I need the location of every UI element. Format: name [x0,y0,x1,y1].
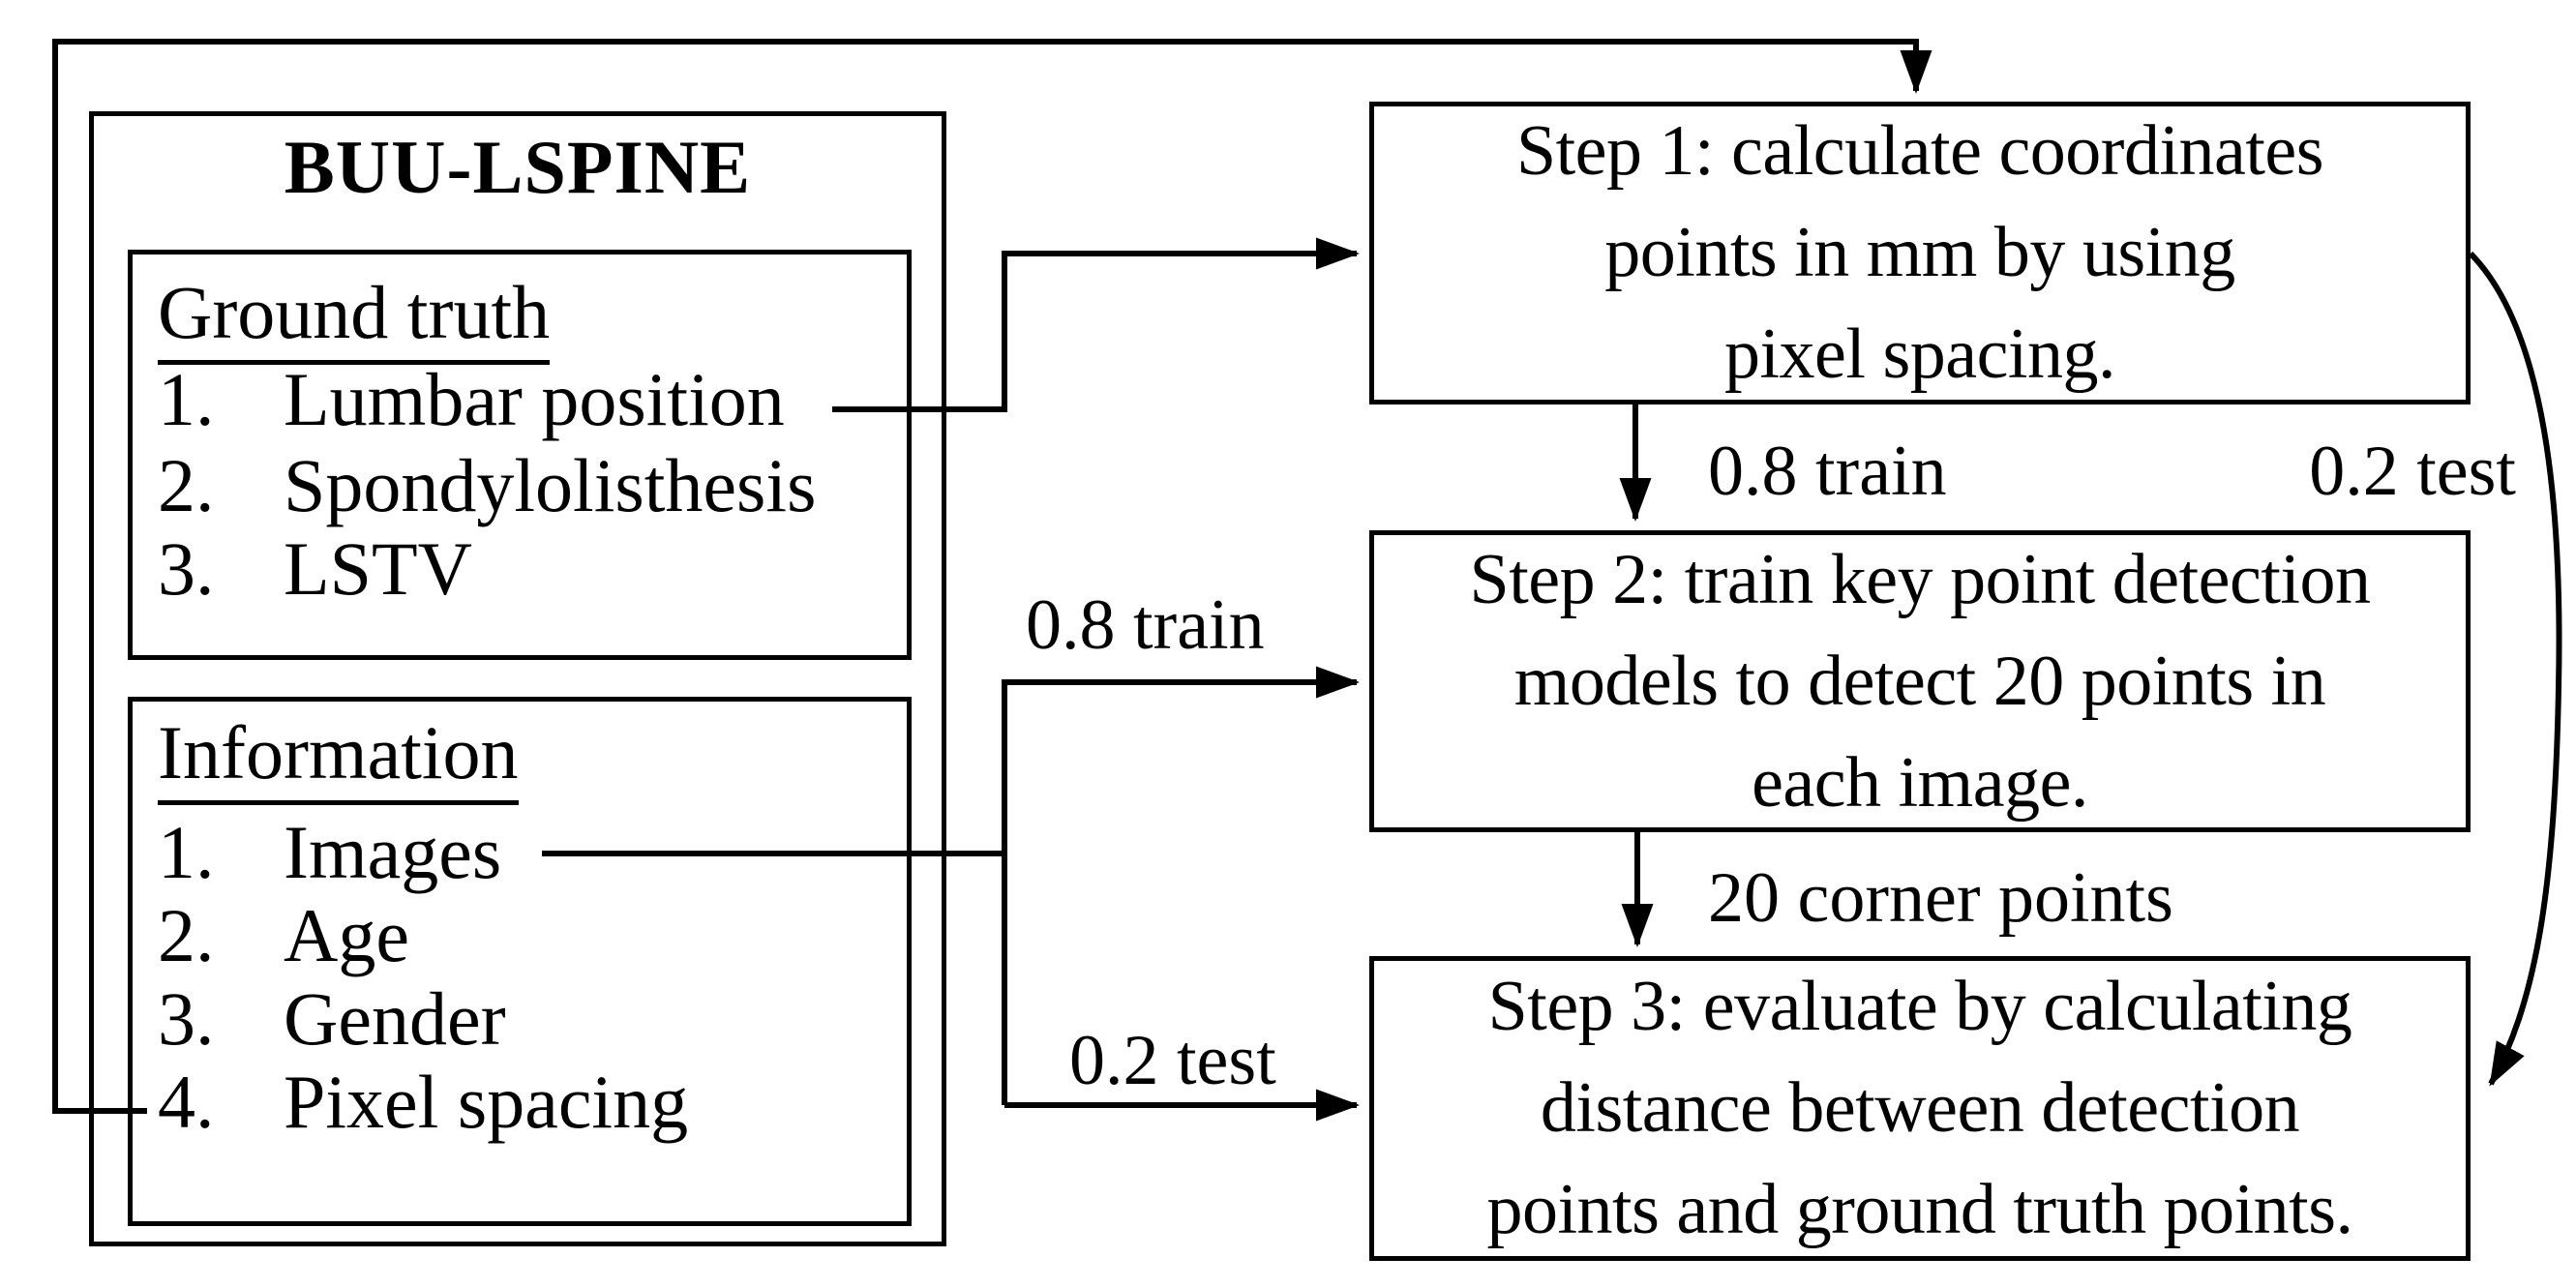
step1-box: Step 1: calculate coordinates points in … [1369,102,2471,404]
ground-truth-box [128,250,912,660]
list-item-pixel-spacing: 4. Pixel spacing [158,1059,932,1146]
list-item-age: 2. Age [158,892,932,979]
edge-step1-to-step3-curve [2468,251,2562,1087]
dataset-panel-box [89,111,946,1246]
ground-truth-heading: Ground truth [158,269,551,365]
information-box [128,697,912,1226]
step3-line: distance between detection [1540,1068,2300,1148]
step2-line: each image. [1752,742,2088,823]
list-item-label: Pixel spacing [284,1060,689,1144]
information-heading: Information [158,709,519,805]
list-item-number: 1. [158,810,215,894]
list-item-number: 3. [158,976,215,1061]
label-test-bypass: 0.2 test [2309,432,2516,511]
list-item-label: Spondylolisthesis [284,443,817,527]
list-item-spondylolisthesis: 2. Spondylolisthesis [158,442,932,529]
ground-truth-heading-text: Ground truth [158,269,551,365]
step1-line: Step 1: calculate coordinates [1515,111,2324,191]
information-heading-text: Information [158,709,519,805]
list-item-number: 4. [158,1060,215,1144]
list-item-label: Age [284,893,409,977]
label-corner-points: 20 corner points [1708,858,2173,938]
list-item-label: Lumbar position [284,357,785,441]
list-item-gender: 3. Gender [158,975,932,1063]
step3-line: Step 3: evaluate by calculating [1487,967,2352,1046]
list-item-label: Images [284,810,502,894]
list-item-number: 2. [158,893,215,977]
step3-line: points and ground truth points. [1486,1170,2353,1249]
step3-box: Step 3: evaluate by calculating distance… [1369,956,2471,1261]
step2-line: models to detect 20 points in [1513,641,2326,721]
label-train-split: 0.8 train [1026,585,1265,665]
dataset-title: BUU-LSPINE [284,125,752,209]
list-item-number: 2. [158,443,215,527]
step2-line: Step 2: train key point detection [1469,539,2371,619]
label-test-split: 0.2 test [1069,1021,1276,1100]
list-item-number: 3. [158,526,215,611]
list-item-number: 1. [158,357,215,441]
list-item-label: LSTV [284,526,472,611]
step1-line: points in mm by using [1604,213,2235,292]
step1-line: pixel spacing. [1723,315,2116,394]
list-item-lstv: 3. LSTV [158,525,932,613]
label-train-step1-step2: 0.8 train [1708,432,1947,511]
step2-box: Step 2: train key point detection models… [1369,530,2471,832]
list-item-label: Gender [284,976,506,1061]
list-item-images: 1. Images [158,809,932,896]
list-item-lumbar-position: 1. Lumbar position [158,356,932,443]
